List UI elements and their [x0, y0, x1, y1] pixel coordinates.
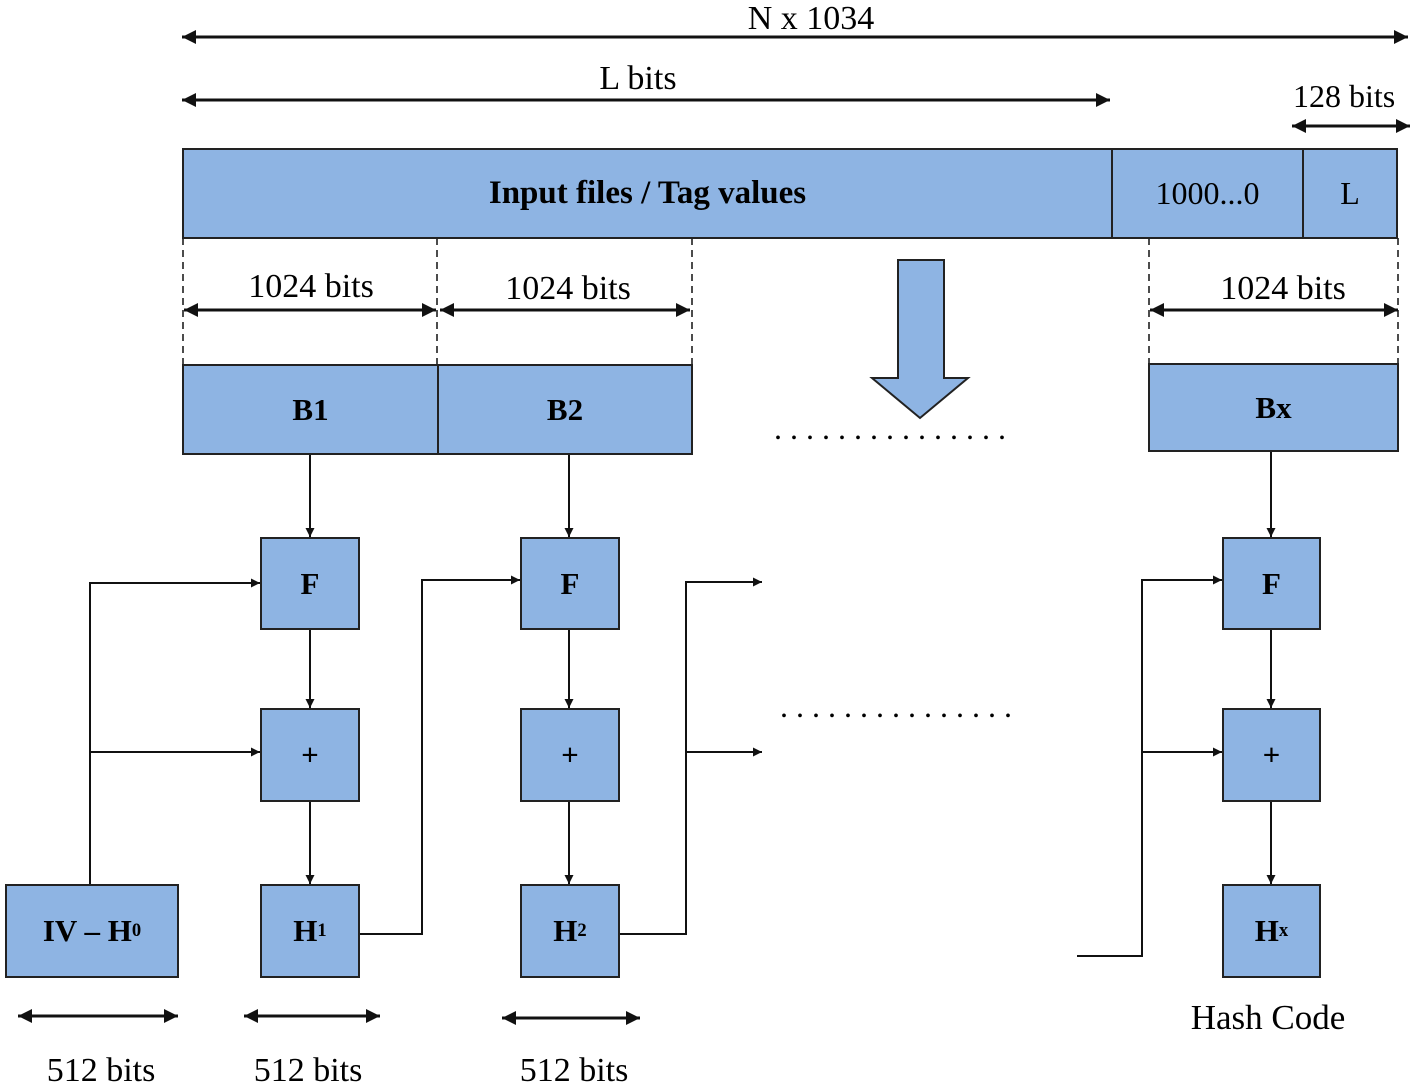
- ellipsis-lower: . . . . . . . . . . . . . . .: [780, 688, 1012, 724]
- hash-box-h1-label: H: [293, 913, 318, 948]
- ellipsis-upper: . . . . . . . . . . . . . . .: [774, 410, 1006, 446]
- block-b1: B1: [182, 364, 439, 455]
- input-segment: Input files / Tag values: [182, 148, 1113, 239]
- length-field-label: 128 bits: [1293, 78, 1396, 114]
- iv-feed-line: [89, 578, 260, 884]
- hash-box-hx-subscript: x: [1278, 920, 1289, 941]
- hash-a-size-label: 512 bits: [46, 1052, 156, 1089]
- add-box-1: +: [260, 708, 360, 802]
- h2-feed-line: [619, 577, 762, 935]
- add-box-2: +: [520, 708, 620, 802]
- hash-b-size-label: 512 bits: [253, 1052, 363, 1089]
- hash-box-h2-label: H: [553, 913, 578, 948]
- block-b-size-label: 1024 bits: [505, 270, 631, 307]
- hash-c-size-label: 512 bits: [519, 1052, 629, 1089]
- block-a-size-label: 1024 bits: [248, 268, 374, 305]
- hash-code-label: Hash Code: [1190, 998, 1346, 1037]
- hash-box-h2-subscript: 2: [577, 920, 587, 941]
- length-segment: L: [1302, 148, 1398, 239]
- block-x-size-label: 1024 bits: [1220, 270, 1346, 307]
- iv-box-label: IV – H: [42, 913, 132, 948]
- add-box-x: +: [1222, 708, 1321, 802]
- block-b2: B2: [437, 364, 693, 455]
- compression-box-1: F: [260, 537, 360, 630]
- hx-feed-line: [1077, 575, 1222, 957]
- hash-box-hx-label: H: [1254, 913, 1279, 948]
- block-bx: Bx: [1148, 363, 1399, 452]
- h1-feed-line: [360, 575, 520, 935]
- message-length-label: L bits: [599, 60, 677, 97]
- hash-box-h1-subscript: 1: [317, 920, 327, 941]
- iv-box-subscript: 0: [131, 920, 142, 941]
- process-down-arrow: [869, 259, 971, 420]
- padding-segment: 1000...0: [1111, 148, 1304, 239]
- total-length-label: N x 1034: [747, 0, 875, 37]
- compression-box-x: F: [1222, 537, 1321, 630]
- compression-box-2: F: [520, 537, 620, 630]
